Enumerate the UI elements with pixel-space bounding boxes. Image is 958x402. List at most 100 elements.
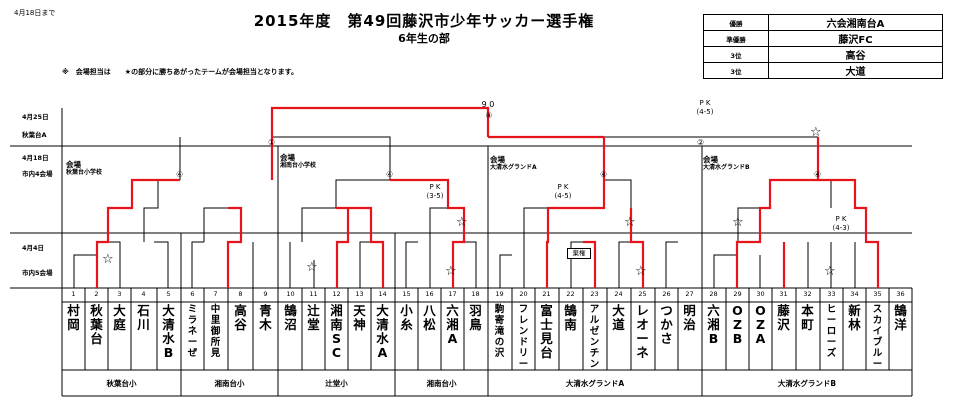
team-number: 14 (378, 290, 387, 298)
group-venue-3: 会場大清水グランドA (490, 155, 537, 172)
team-name: 秋葉台 (90, 303, 103, 346)
team-name: 駒寄滝の沢 (494, 304, 505, 359)
pk-score: (4-3) (832, 224, 850, 232)
team-name: 高谷 (234, 303, 247, 332)
group-venue-1: 会場秋葉台小学校 (66, 160, 102, 177)
team-number: 24 (614, 290, 623, 298)
team-number: 17 (448, 290, 457, 298)
group-heading: 会場 (280, 153, 295, 162)
early-venue: 市内5会場 (22, 269, 53, 277)
star-marker: ☆ (306, 260, 318, 275)
final-pk-score: (4-5) (696, 108, 714, 116)
team-number: 5 (166, 290, 171, 298)
results-row: 準優勝藤沢FC (703, 30, 943, 47)
team-name: 富士見台 (540, 303, 553, 360)
team-name: 大庭 (113, 303, 126, 332)
team-name: 小糸 (400, 303, 413, 332)
team-number: 15 (402, 290, 411, 298)
venue-label: 湘南台小 (426, 379, 457, 388)
star-marker: ☆ (732, 215, 744, 230)
team-number: 22 (566, 290, 575, 298)
final-score: 9 0 (480, 100, 496, 109)
early-date: 4月4日 (22, 244, 45, 252)
team-number: 23 (590, 290, 599, 298)
final-venue: 秋葉台A (22, 131, 47, 139)
star-marker: ☆ (810, 125, 822, 140)
star-marker: ☆ (102, 252, 114, 267)
team-number: 26 (662, 290, 671, 298)
venue-label: 湘南台小 (214, 379, 245, 388)
team-name: 本町 (801, 303, 814, 332)
page-title: 2015年度 第49回藤沢市少年サッカー選手権 (253, 12, 595, 30)
star-marker: ☆ (456, 215, 468, 230)
team-number: 2 (94, 290, 99, 298)
final-pk-label: P K (699, 99, 711, 107)
team-name: 鵠沼 (284, 303, 297, 332)
team-name: 鵠南 (564, 303, 577, 332)
match-number: ④ (814, 170, 822, 179)
star-marker: ☆ (624, 215, 636, 230)
group-heading: 会場 (66, 160, 81, 169)
team-name: 大道 (612, 303, 625, 332)
page-subtitle: 6年生の部 (398, 32, 450, 45)
match-number: ④ (386, 170, 394, 179)
pk-score: (3-5) (426, 192, 444, 200)
quarter-venue: 市内4会場 (22, 170, 53, 178)
team-number: 31 (779, 290, 788, 298)
team-name: ミラネーぜ (187, 304, 198, 359)
pk-score: (4-5) (554, 192, 572, 200)
team-number: 13 (355, 290, 364, 298)
team-name: 石川 (137, 303, 150, 332)
venue-label: 辻堂小 (325, 379, 348, 388)
winner-paths (95, 106, 880, 288)
team-number: 6 (190, 290, 195, 298)
team-number: 8 (238, 290, 243, 298)
team-name: レオーネ (636, 303, 649, 360)
team-number: 20 (519, 290, 528, 298)
result-team: 大道 (768, 62, 943, 79)
team-name: 青木 (259, 303, 272, 332)
team-name: ヒーローズ (826, 304, 837, 359)
date-note: 4月18日まで (14, 9, 56, 17)
team-number: 11 (309, 290, 318, 298)
match-number: ① (268, 138, 276, 147)
match-number: ② (697, 138, 705, 147)
final-match-no: ④ (485, 111, 493, 120)
team-number: 35 (873, 290, 882, 298)
team-number: 36 (896, 290, 905, 298)
match-number: ④ (600, 170, 608, 179)
team-name: アルゼンチン (589, 304, 600, 370)
team-number: 16 (425, 290, 434, 298)
team-number: 27 (685, 290, 694, 298)
team-name: 中里御所見 (210, 304, 221, 359)
group-heading: 会場 (703, 155, 718, 164)
team-number: 9 (263, 290, 268, 298)
team-number: 7 (213, 290, 218, 298)
team-name: 八松 (423, 303, 436, 332)
results-table: 優勝六会湘南台A 準優勝藤沢FC 3位高谷 3位大道 (703, 14, 943, 79)
team-number: 28 (709, 290, 718, 298)
team-name: 藤沢 (777, 303, 790, 332)
team-name: 鵠洋 (894, 303, 907, 332)
team-number: 25 (638, 290, 647, 298)
team-name: 羽鳥 (469, 303, 482, 332)
team-name: 天神 (353, 303, 366, 332)
quarter-date: 4月18日 (22, 154, 49, 162)
score-value: 9 (481, 100, 487, 109)
team-number: 29 (733, 290, 742, 298)
team-number: 33 (827, 290, 836, 298)
team-number: 10 (286, 290, 295, 298)
group-venue-4: 会場大清水グランドB (703, 155, 750, 172)
group-sub: 湘南台小学校 (280, 162, 317, 169)
results-row: 優勝六会湘南台A (703, 14, 943, 31)
pk-label: P K (429, 183, 441, 191)
team-name: フレンドリー (518, 304, 529, 370)
pk-label: P K (835, 215, 847, 223)
